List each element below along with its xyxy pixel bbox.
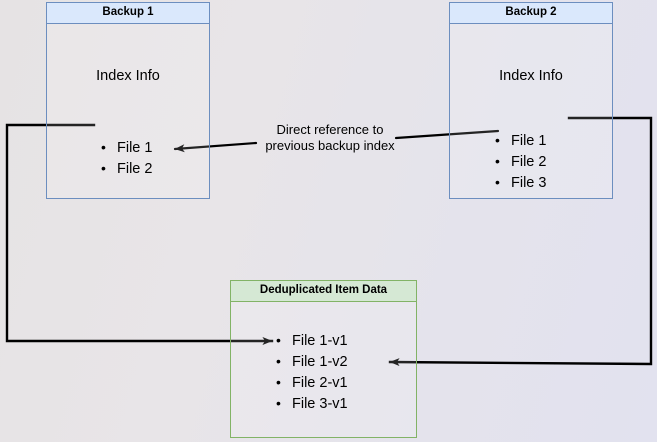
list-item: File 3-v1 bbox=[276, 393, 348, 415]
node-deduplicated-item-data-body: File 1-v1 File 1-v2 File 2-v1 File 3-v1 bbox=[231, 302, 416, 437]
list-item: File 1 bbox=[495, 130, 546, 152]
node-deduplicated-item-data[interactable]: Deduplicated Item Data File 1-v1 File 1-… bbox=[230, 280, 417, 438]
list-item: File 1-v1 bbox=[276, 330, 348, 352]
backup-2-file-list: File 1 File 2 File 3 bbox=[495, 130, 546, 194]
node-backup-1-header: Backup 1 bbox=[47, 3, 209, 24]
node-backup-2[interactable]: Backup 2 Index Info File 1 File 2 File 3 bbox=[449, 2, 613, 199]
node-backup-2-body: Index Info File 1 File 2 File 3 bbox=[450, 24, 612, 198]
list-item: File 3 bbox=[495, 172, 546, 194]
node-backup-1-body: Index Info File 1 File 2 bbox=[47, 24, 209, 198]
backup-2-index-info-label: Index Info bbox=[499, 68, 563, 84]
list-item: File 2-v1 bbox=[276, 372, 348, 394]
list-item: File 2 bbox=[101, 158, 152, 180]
list-item: File 2 bbox=[495, 151, 546, 173]
backup-1-index-info-label: Index Info bbox=[96, 68, 160, 84]
node-backup-2-header: Backup 2 bbox=[450, 3, 612, 24]
node-backup-1[interactable]: Backup 1 Index Info File 1 File 2 bbox=[46, 2, 210, 199]
list-item: File 1 bbox=[101, 137, 152, 159]
deduplicated-file-list: File 1-v1 File 1-v2 File 2-v1 File 3-v1 bbox=[276, 330, 348, 415]
list-item: File 1-v2 bbox=[276, 351, 348, 373]
node-deduplicated-item-data-header: Deduplicated Item Data bbox=[231, 281, 416, 302]
edge-label-direct-reference: Direct reference to previous backup inde… bbox=[265, 122, 395, 153]
backup-1-file-list: File 1 File 2 bbox=[101, 137, 152, 180]
